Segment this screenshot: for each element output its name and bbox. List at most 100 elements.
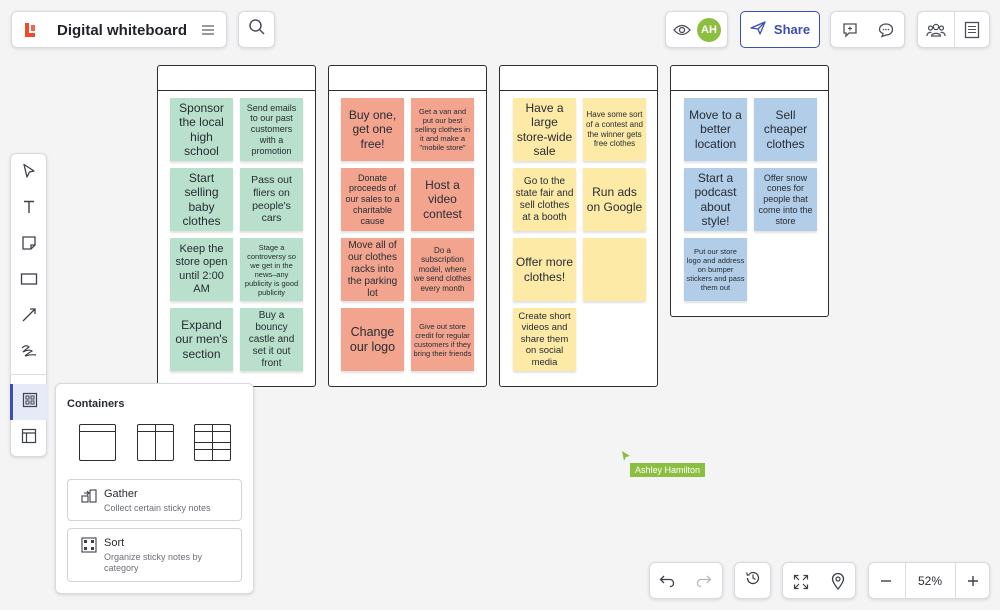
containers-tool-button[interactable]: [10, 384, 47, 420]
sticky-note-tool-button[interactable]: [11, 227, 47, 263]
sticky-note[interactable]: Pass out fliers on people's cars: [240, 168, 303, 231]
share-button[interactable]: Share: [740, 11, 820, 48]
container-header[interactable]: [158, 66, 315, 91]
sticky-note[interactable]: Donate proceeds of our sales to a charit…: [341, 168, 404, 231]
sticky-note[interactable]: Buy one, get one free!: [341, 98, 404, 161]
sticky-note[interactable]: [583, 238, 646, 301]
container-template-grid[interactable]: [194, 424, 231, 461]
container-header[interactable]: [671, 66, 828, 91]
sticky-note[interactable]: Offer more clothes!: [513, 238, 576, 301]
comments-bar: [830, 11, 905, 48]
template-header-line: [138, 431, 173, 433]
sticky-note[interactable]: Change our logo: [341, 308, 404, 371]
search-button[interactable]: [238, 11, 275, 48]
containers-grid-icon: [22, 392, 38, 413]
location-pin-icon[interactable]: [831, 572, 845, 595]
title-bar: Digital whiteboard: [11, 11, 227, 48]
side-panels-bar: [917, 11, 990, 48]
sticky-note[interactable]: Keep the store open until 2:00 AM: [170, 238, 233, 301]
lucid-logo-icon[interactable]: [23, 22, 37, 38]
gather-subtitle: Collect certain sticky notes: [104, 503, 211, 513]
avatar[interactable]: AH: [697, 18, 721, 42]
zoom-out-icon[interactable]: [879, 574, 893, 593]
text-icon: [21, 199, 37, 220]
container-header[interactable]: [329, 66, 486, 91]
templates-icon: [21, 428, 37, 449]
sticky-note-icon: [21, 235, 37, 256]
divider: [905, 563, 906, 598]
zoom-in-icon[interactable]: [966, 574, 980, 593]
sticky-note[interactable]: Put our store logo and address on bumper…: [684, 238, 747, 301]
select-tool-button[interactable]: [11, 155, 47, 191]
share-label: Share: [773, 22, 811, 37]
freehand-draw-icon: [20, 343, 38, 364]
container-template-single[interactable]: [79, 424, 116, 461]
sort-icon: [81, 537, 97, 558]
notes-icon[interactable]: [964, 21, 980, 44]
line-tool-button[interactable]: [11, 299, 47, 335]
text-tool-button[interactable]: [11, 191, 47, 227]
sticky-note[interactable]: Move all of our clothes racks into the p…: [341, 238, 404, 301]
sticky-note[interactable]: Stage a controversy so we get in the new…: [240, 238, 303, 301]
template-row-divider: [195, 442, 230, 444]
sticky-note[interactable]: Move to a better location: [684, 98, 747, 161]
gather-icon: [81, 488, 97, 509]
search-icon: [248, 18, 266, 41]
send-icon: [750, 21, 766, 38]
sticky-note[interactable]: Start a podcast about style!: [684, 168, 747, 231]
container-template-two-column[interactable]: [137, 424, 174, 461]
comment-icon[interactable]: [842, 22, 858, 43]
toolbar-separator: [10, 374, 47, 375]
sticky-note[interactable]: Give out store credit for regular custom…: [411, 308, 474, 371]
sticky-note[interactable]: Sell cheaper clothes: [754, 98, 817, 161]
presence-bar: AH: [665, 11, 728, 48]
sort-subtitle: Organize sticky notes by category: [104, 552, 203, 574]
undo-redo-bar: [649, 562, 723, 599]
sticky-note[interactable]: Get a van and put our best selling cloth…: [411, 98, 474, 161]
cursor-arrow-icon: [21, 163, 37, 184]
gather-option[interactable]: Gather Collect certain sticky notes: [67, 479, 242, 521]
hamburger-menu-icon[interactable]: [198, 21, 218, 39]
sticky-note[interactable]: Start selling baby clothes: [170, 168, 233, 231]
chat-icon[interactable]: [878, 22, 894, 43]
fit-to-screen-icon[interactable]: [793, 574, 809, 595]
sticky-note[interactable]: Buy a bouncy castle and set it out front: [240, 308, 303, 371]
divider: [954, 12, 955, 47]
eye-icon[interactable]: [673, 23, 691, 42]
sort-title: Sort: [104, 537, 125, 549]
collaborator-cursor-icon: [621, 449, 631, 467]
sticky-note[interactable]: Have a large store-wide sale: [513, 98, 576, 161]
shape-tool-button[interactable]: [11, 263, 47, 299]
gather-title: Gather: [104, 488, 138, 500]
draw-tool-button[interactable]: [11, 335, 47, 371]
template-header-line: [195, 431, 230, 433]
sticky-note[interactable]: Go to the state fair and sell clothes at…: [513, 168, 576, 231]
templates-tool-button[interactable]: [11, 420, 47, 456]
history-button[interactable]: [734, 562, 771, 599]
sticky-note[interactable]: Offer snow cones for people that come in…: [754, 168, 817, 231]
divider: [955, 563, 956, 598]
sticky-note[interactable]: Host a video contest: [411, 168, 474, 231]
sticky-note[interactable]: Send emails to our past customers with a…: [240, 98, 303, 161]
undo-icon[interactable]: [659, 574, 675, 593]
popup-title: Containers: [67, 398, 125, 410]
people-icon[interactable]: [926, 22, 946, 43]
sticky-note[interactable]: Have some sort of a contest and the winn…: [583, 98, 646, 161]
sticky-note[interactable]: Run ads on Google: [583, 168, 646, 231]
template-header-line: [80, 431, 115, 433]
sticky-note[interactable]: Do a subscription model, where we send c…: [411, 238, 474, 301]
sticky-note[interactable]: Sponsor the local high school: [170, 98, 233, 161]
view-controls-bar: [782, 562, 856, 599]
sticky-note[interactable]: Expand our men's section: [170, 308, 233, 371]
container-header[interactable]: [500, 66, 657, 91]
zoom-controls: 52%: [868, 562, 990, 599]
zoom-level[interactable]: 52%: [917, 574, 943, 588]
sort-option[interactable]: Sort Organize sticky notes by category: [67, 528, 242, 582]
template-header-line: [195, 449, 230, 451]
history-icon: [745, 570, 761, 591]
redo-icon[interactable]: [696, 574, 712, 593]
arrow-line-icon: [21, 307, 37, 328]
document-title[interactable]: Digital whiteboard: [57, 22, 188, 39]
template-column-divider: [155, 425, 157, 460]
sticky-note[interactable]: Create short videos and share them on so…: [513, 308, 576, 371]
